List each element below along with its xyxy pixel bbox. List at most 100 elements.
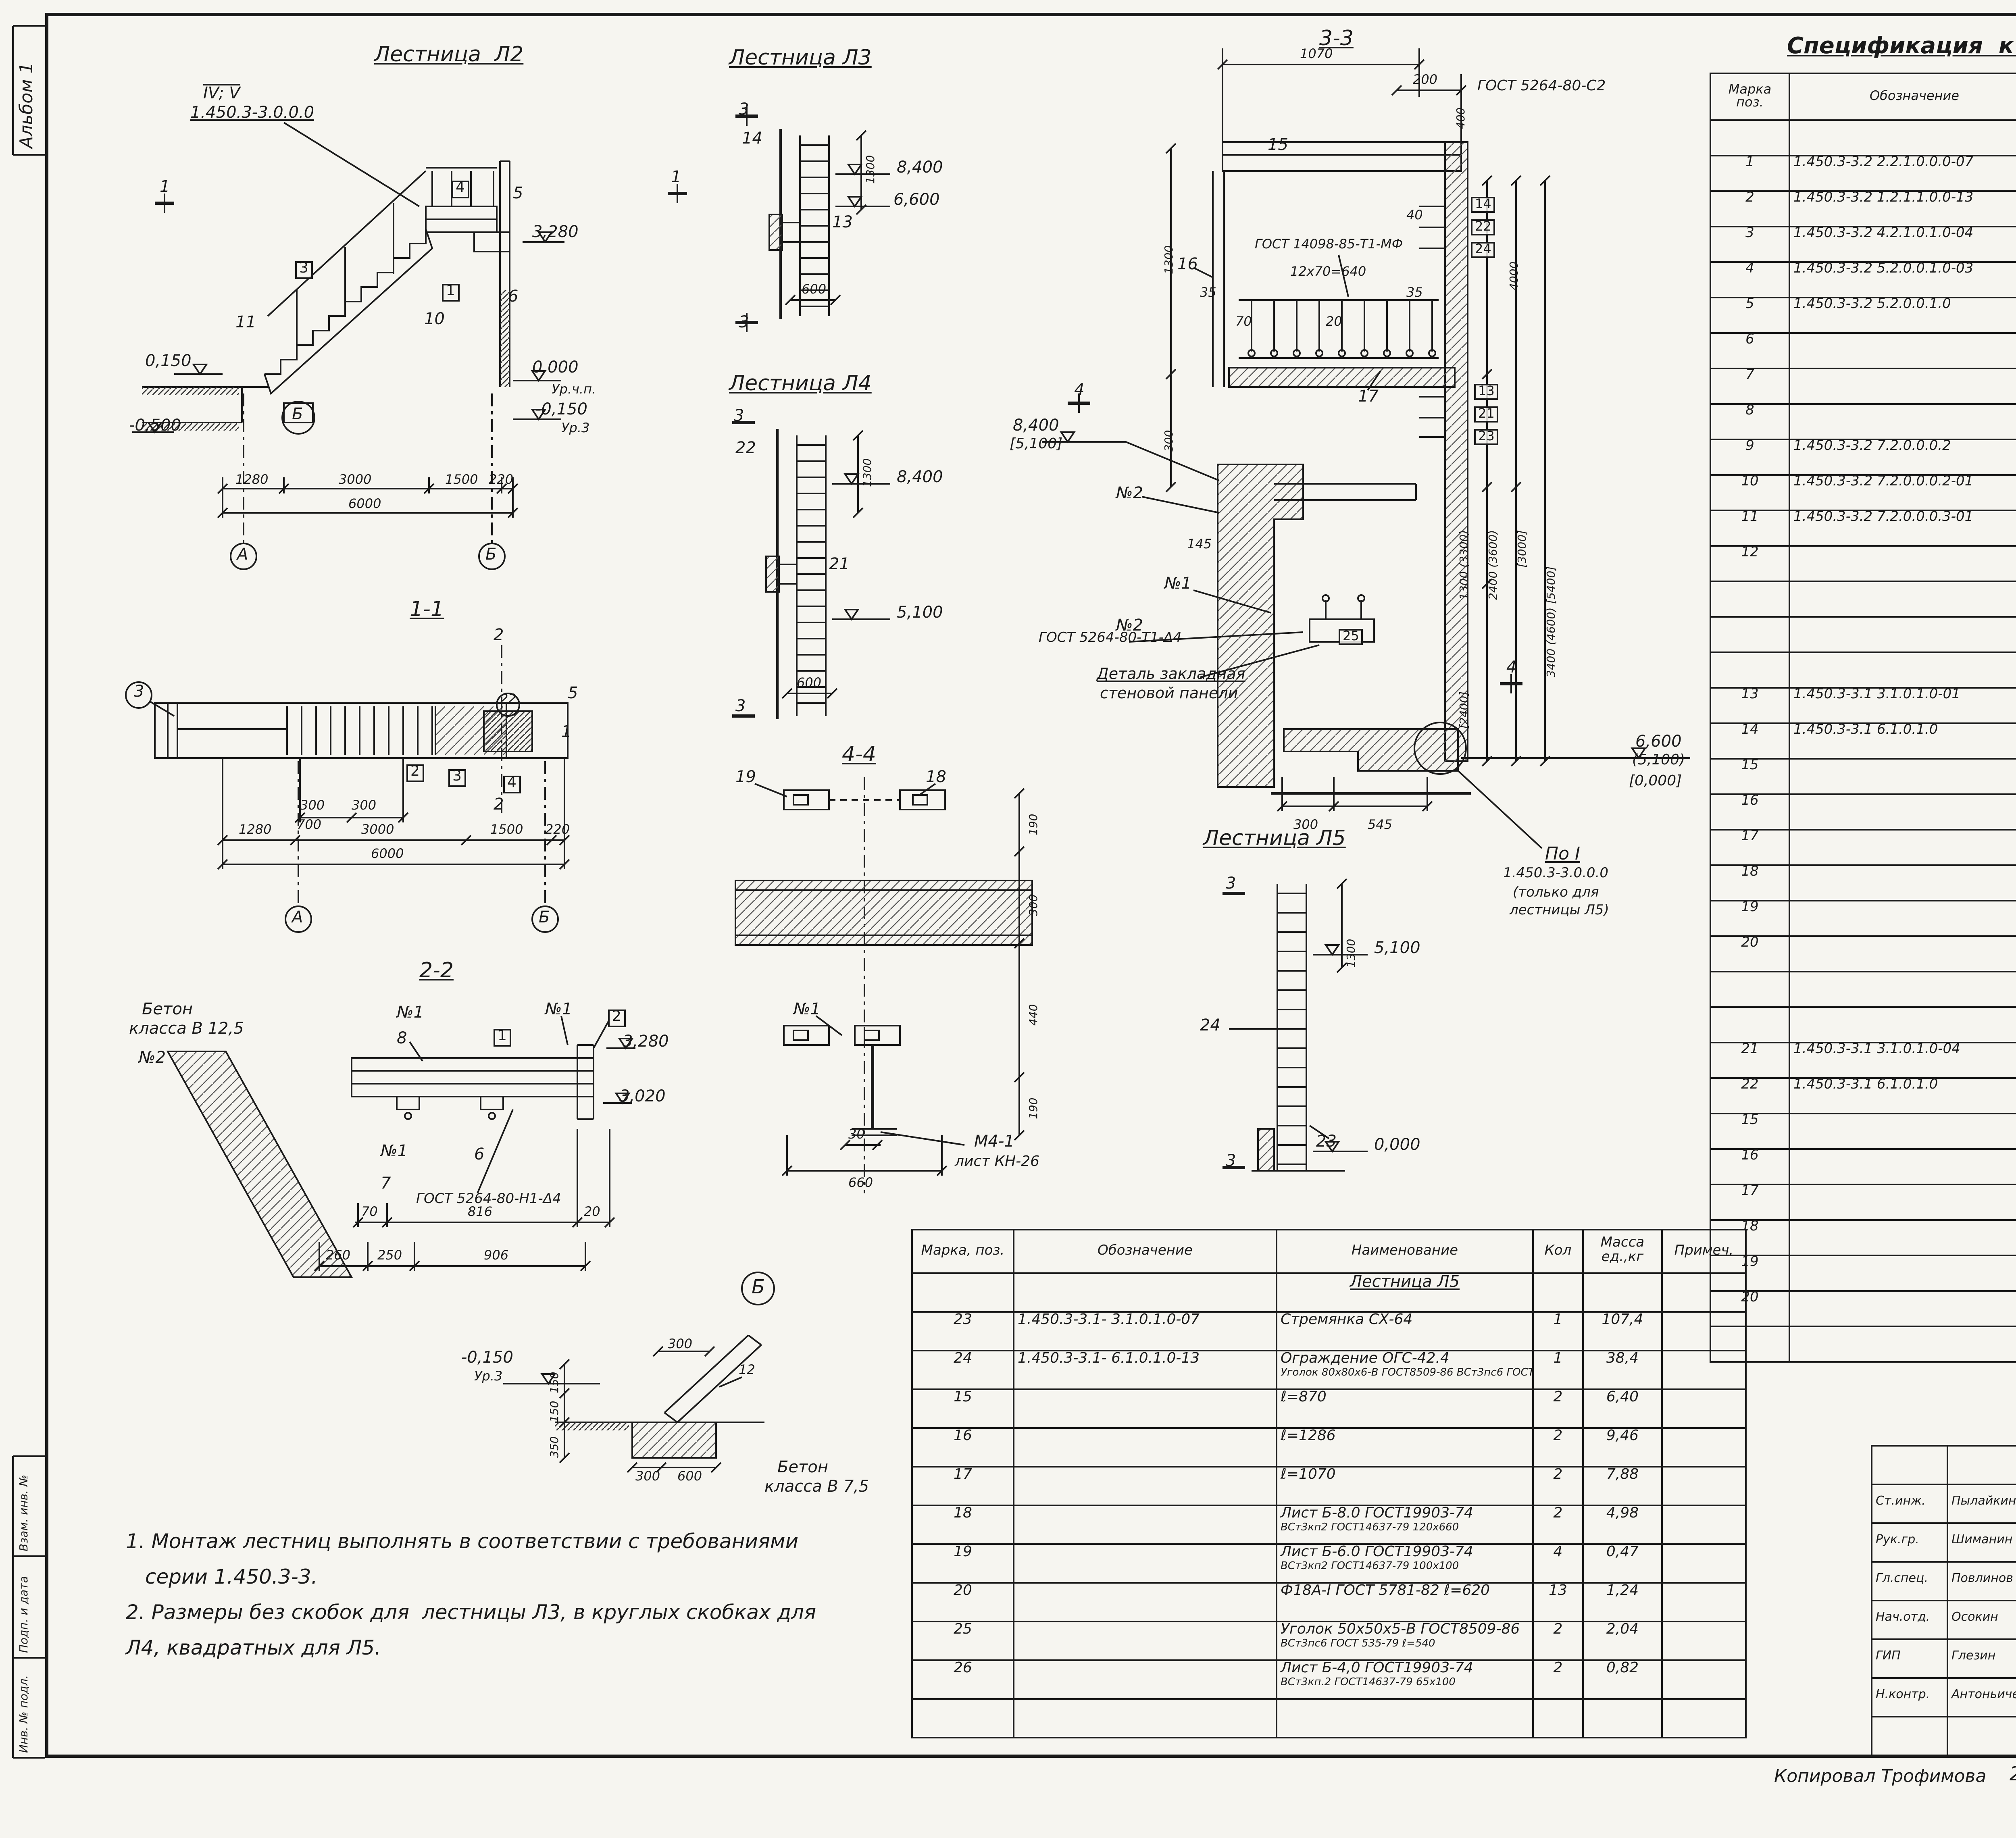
spec-row: 21.450.3-3.2 1.2.1.1.0.0-13Марш лестничн… [1710, 190, 2016, 227]
annotation-label: 1 [494, 1029, 511, 1047]
annotation-label: 3 [448, 769, 466, 787]
spec-cell-d: 1.450.3-3.1- 3.1.0.1.0-07 [1013, 1311, 1277, 1351]
annotation-label: 220 [489, 473, 514, 487]
spec-cell-p: 20 [911, 1582, 1014, 1622]
annotation-label: 545 [1368, 818, 1393, 832]
annotation-label: ГОСТ 5264-80-Т1-Δ4 [1039, 631, 1182, 647]
annotation-label: По I [1545, 843, 1580, 864]
spec-row [1710, 971, 2016, 1008]
annotation-label: 400 [1455, 107, 1468, 129]
annotation-label: 20 [584, 1205, 600, 1219]
annotation-label: 7 [381, 1176, 391, 1193]
title-section-1-1: 1-1 [410, 598, 444, 622]
drawing-section-2-2 [166, 1016, 635, 1278]
spec-cell-d [1013, 1621, 1277, 1661]
annotation-label: 600 [802, 282, 827, 297]
annotation-label: 2 [494, 797, 504, 814]
spec-cell-pr [1661, 1466, 1747, 1506]
annotation-label: 17 [1358, 389, 1379, 406]
spec-cell-p: 9 [1710, 439, 1790, 476]
sig-role: Гл.спец. [1872, 1563, 1948, 1600]
signature-row [1872, 1717, 2016, 1755]
annotation-label: 35 [1200, 285, 1216, 300]
annotation-label: 1300 [861, 458, 874, 487]
annotation-label: 3 [1226, 876, 1236, 893]
annotation-label: Деталь закладная [1097, 666, 1245, 684]
spec-cell-pr [1661, 1427, 1747, 1467]
annotation-label: 3 [735, 698, 746, 716]
annotation-label: (только для [1513, 885, 1599, 901]
annotation-label: 2 [494, 627, 504, 645]
spec-cell-d: 1.450.3-3.1 6.1.0.1.0 [1789, 722, 2016, 760]
annotation-label: 2 [406, 764, 424, 782]
annotation-label: 1 [442, 284, 459, 302]
annotation-label: 3000 [339, 473, 372, 487]
annotation-label: IV; V [203, 85, 240, 103]
title-l4: Лестница Л4 [729, 373, 872, 397]
sig-name: Повлинов [1948, 1563, 2016, 1600]
spec-cell-p: 17 [911, 1466, 1014, 1506]
spec-cell-d [1013, 1388, 1277, 1429]
spec-row: 211.450.3-3.1 3.1.0.1.0-04Стремянка СХ-4… [1710, 1042, 2016, 1079]
spec-cell-m: 0,47 [1582, 1543, 1663, 1584]
spec-cell-p: 10 [1710, 474, 1790, 511]
annotation-label: 3 [739, 314, 749, 332]
spec-cell-p: 5 [1710, 297, 1790, 334]
annotation-label: 0,150 [145, 353, 192, 371]
annotation-label: 5 [513, 185, 523, 203]
annotation-label: №2 [1116, 485, 1143, 503]
spec-cell-d: 1.450.3-3.2 5.2.0.0.1.0 [1789, 297, 2016, 334]
spec-cell-d [1789, 758, 2016, 795]
annotation-label: 6 [474, 1147, 485, 1164]
sig-name: Глезин [1948, 1640, 2016, 1677]
annotation-label: 1300 [1345, 939, 1358, 968]
spec-cell-d [1013, 1427, 1277, 1467]
drawing-node-b [503, 1272, 775, 1473]
note-2b: Л4, квадратных для Л5. [126, 1635, 381, 1659]
annotation-label: 16 [1177, 256, 1198, 274]
spec-cell-d [1789, 581, 2016, 618]
spec-cell-d [1789, 616, 2016, 653]
spec-cell-p: 19 [1710, 900, 1790, 937]
annotation-label: №1 [793, 1001, 821, 1019]
annotation-label: 10 [424, 311, 445, 329]
annotation-label: 1 [160, 179, 170, 197]
annotation-label: 3 [134, 684, 144, 701]
spec-cell-q: 2 [1532, 1466, 1584, 1506]
sig-name: Осокин [1948, 1601, 2016, 1638]
spec-cell-d [1789, 935, 2016, 972]
side-stamp-lines [12, 25, 45, 1759]
annotation-label: Ур.3 [561, 421, 590, 435]
spec-row: Лестница Л4 [1710, 1006, 2016, 1043]
spec-cell-d [1789, 545, 2016, 582]
spec-row: 6Швеллер 20 ГОСТ 8240-72ВСт3кп2 ГОСТ 535… [1710, 332, 2016, 369]
spec-cell-d [1789, 652, 2016, 689]
spec-cell-d [1789, 1255, 2016, 1292]
annotation-label: 350 [548, 1436, 561, 1458]
annotation-label: 24 [1200, 1018, 1220, 1035]
stamp-vzam-inv: Взам. инв. № [18, 1474, 31, 1551]
annotation-label: 3 [739, 102, 749, 119]
spec-row: 41.450.3-3.2 5.2.0.0.1.0-03Ограждение ОГ… [1710, 261, 2016, 298]
column-header: Кол [1532, 1229, 1584, 1274]
annotation-label: №1 [381, 1143, 408, 1161]
title-l3: Лестница Л3 [729, 47, 872, 71]
spec-cell-d: 1.450.3-3.1 6.1.0.1.0 [1789, 1077, 2016, 1114]
annotation-label: 4 [1506, 660, 1517, 677]
spec-cell-d [1013, 1698, 1277, 1738]
annotation-label: 300 [1027, 894, 1040, 916]
spec-row: 12Болт 1.1 М16х300 ВСт3кп.220,66комплект [1710, 545, 2016, 582]
spec-title: Спецификация к лестницам Л2-Л5 [1787, 34, 2014, 60]
annotation-label: 22 [500, 692, 516, 706]
signature-row [1872, 1447, 2016, 1485]
spec-cell-pr [1661, 1272, 1747, 1313]
